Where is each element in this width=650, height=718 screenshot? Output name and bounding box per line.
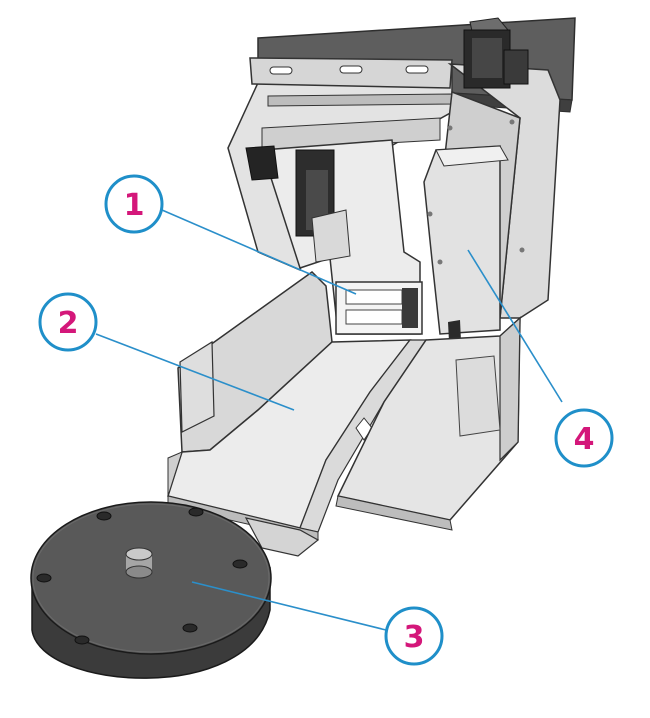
right-tower [423,63,561,362]
print-head-assembly [245,139,423,335]
callout-number-1: 1 [124,188,145,223]
leader-line-3 [191,581,387,631]
leader-line-4 [467,249,563,403]
weight-bolts [36,507,248,645]
center-post [125,547,153,579]
output-bin [335,316,521,531]
callout-number-4: 4 [574,422,595,457]
callout-1: 1 [104,174,164,234]
callout-3: 3 [384,606,444,666]
disc-weight [30,501,272,679]
base-plate [244,517,320,557]
tower-screws [427,119,525,265]
motor-block [463,17,529,89]
callout-4: 4 [554,408,614,468]
leader-lines [95,209,563,631]
leader-line-1 [161,209,357,295]
callout-number-2: 2 [58,306,79,341]
input-tray [167,271,428,541]
callout-2: 2 [38,292,98,352]
leader-line-2 [95,333,295,411]
callout-number-3: 3 [404,620,425,655]
frame-slots [269,65,429,75]
